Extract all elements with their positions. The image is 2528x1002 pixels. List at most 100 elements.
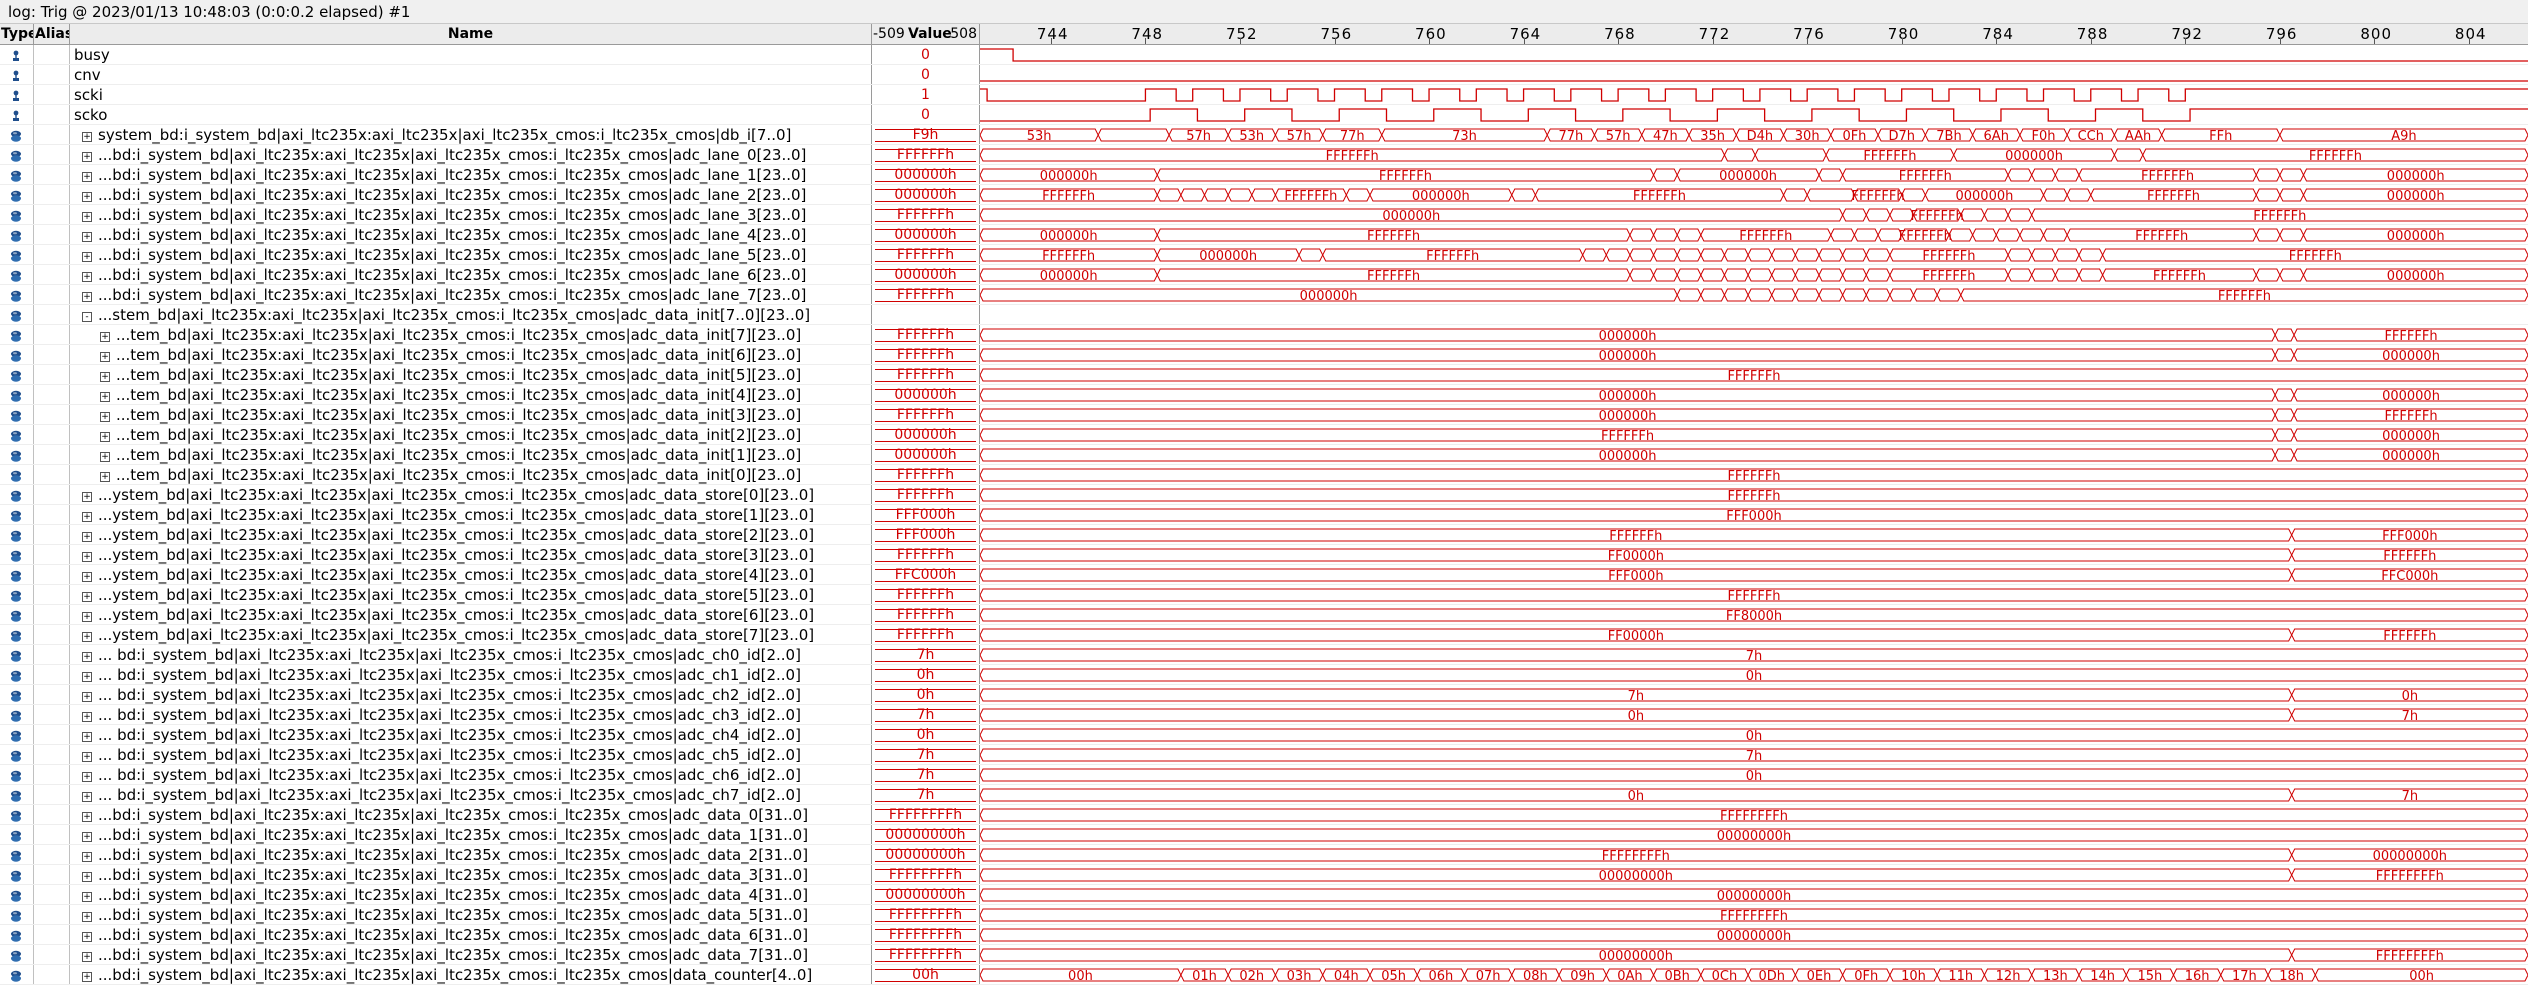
signal-name-cell[interactable]: +...bd:i_system_bd|axi_ltc235x:axi_ltc23…: [70, 225, 872, 245]
expand-toggle-icon[interactable]: +: [82, 772, 92, 782]
signal-row[interactable]: +... bd:i_system_bd|axi_ltc235x:axi_ltc2…: [0, 725, 2528, 745]
expand-toggle-icon[interactable]: +: [82, 572, 92, 582]
waveform-trace[interactable]: 0h: [980, 668, 2528, 684]
signal-name-cell[interactable]: +...tem_bd|axi_ltc235x:axi_ltc235x|axi_l…: [70, 445, 872, 465]
signal-name-cell[interactable]: +... bd:i_system_bd|axi_ltc235x:axi_ltc2…: [70, 765, 872, 785]
expand-toggle-icon[interactable]: +: [82, 812, 92, 822]
signal-row[interactable]: +...ystem_bd|axi_ltc235x:axi_ltc235x|axi…: [0, 625, 2528, 645]
signal-row[interactable]: +...ystem_bd|axi_ltc235x:axi_ltc235x|axi…: [0, 545, 2528, 565]
signal-name-cell[interactable]: +...ystem_bd|axi_ltc235x:axi_ltc235x|axi…: [70, 625, 872, 645]
expand-toggle-icon[interactable]: +: [82, 632, 92, 642]
signal-row[interactable]: +...bd:i_system_bd|axi_ltc235x:axi_ltc23…: [0, 945, 2528, 965]
signal-row[interactable]: +...bd:i_system_bd|axi_ltc235x:axi_ltc23…: [0, 845, 2528, 865]
signal-name-cell[interactable]: +...bd:i_system_bd|axi_ltc235x:axi_ltc23…: [70, 285, 872, 305]
signal-row[interactable]: +...ystem_bd|axi_ltc235x:axi_ltc235x|axi…: [0, 605, 2528, 625]
waveform-trace[interactable]: FFFFFFFFh: [980, 908, 2528, 924]
signal-row[interactable]: +...bd:i_system_bd|axi_ltc235x:axi_ltc23…: [0, 925, 2528, 945]
signal-name-cell[interactable]: +...tem_bd|axi_ltc235x:axi_ltc235x|axi_l…: [70, 385, 872, 405]
signal-row[interactable]: +...bd:i_system_bd|axi_ltc235x:axi_ltc23…: [0, 205, 2528, 225]
signal-name-cell[interactable]: +... bd:i_system_bd|axi_ltc235x:axi_ltc2…: [70, 685, 872, 705]
signal-name-cell[interactable]: +...bd:i_system_bd|axi_ltc235x:axi_ltc23…: [70, 965, 872, 985]
signal-name-cell[interactable]: cnv: [70, 65, 872, 85]
signal-name-cell[interactable]: +...tem_bd|axi_ltc235x:axi_ltc235x|axi_l…: [70, 465, 872, 485]
type-column-header[interactable]: Type: [1, 24, 34, 44]
expand-toggle-icon[interactable]: +: [100, 452, 110, 462]
expand-toggle-icon[interactable]: +: [82, 492, 92, 502]
expand-toggle-icon[interactable]: +: [82, 892, 92, 902]
signal-row[interactable]: +...tem_bd|axi_ltc235x:axi_ltc235x|axi_l…: [0, 465, 2528, 485]
signal-row[interactable]: +...bd:i_system_bd|axi_ltc235x:axi_ltc23…: [0, 285, 2528, 305]
signal-name-cell[interactable]: busy: [70, 45, 872, 65]
expand-toggle-icon[interactable]: +: [82, 192, 92, 202]
signal-name-cell[interactable]: +...bd:i_system_bd|axi_ltc235x:axi_ltc23…: [70, 845, 872, 865]
signal-row[interactable]: +...tem_bd|axi_ltc235x:axi_ltc235x|axi_l…: [0, 365, 2528, 385]
expand-toggle-icon[interactable]: +: [82, 932, 92, 942]
signal-name-cell[interactable]: +...bd:i_system_bd|axi_ltc235x:axi_ltc23…: [70, 245, 872, 265]
expand-toggle-icon[interactable]: +: [82, 832, 92, 842]
signal-row[interactable]: +...bd:i_system_bd|axi_ltc235x:axi_ltc23…: [0, 245, 2528, 265]
signal-row[interactable]: +system_bd:i_system_bd|axi_ltc235x:axi_l…: [0, 125, 2528, 145]
signal-name-cell[interactable]: +... bd:i_system_bd|axi_ltc235x:axi_ltc2…: [70, 785, 872, 805]
expand-toggle-icon[interactable]: +: [100, 432, 110, 442]
signal-row[interactable]: +...tem_bd|axi_ltc235x:axi_ltc235x|axi_l…: [0, 445, 2528, 465]
waveform-trace[interactable]: FFFFFFh: [980, 368, 2528, 384]
expand-toggle-icon[interactable]: +: [82, 552, 92, 562]
waveform-trace[interactable]: FFFFFFh: [980, 468, 2528, 484]
signal-row[interactable]: +... bd:i_system_bd|axi_ltc235x:axi_ltc2…: [0, 765, 2528, 785]
waveform-trace[interactable]: 00000000h: [980, 888, 2528, 904]
signal-row[interactable]: +...bd:i_system_bd|axi_ltc235x:axi_ltc23…: [0, 265, 2528, 285]
waveform-trace[interactable]: 00000000h: [980, 828, 2528, 844]
signal-row[interactable]: +... bd:i_system_bd|axi_ltc235x:axi_ltc2…: [0, 705, 2528, 725]
expand-toggle-icon[interactable]: +: [100, 412, 110, 422]
signal-name-cell[interactable]: +...bd:i_system_bd|axi_ltc235x:axi_ltc23…: [70, 265, 872, 285]
signal-row[interactable]: +...bd:i_system_bd|axi_ltc235x:axi_ltc23…: [0, 805, 2528, 825]
expand-toggle-icon[interactable]: +: [82, 872, 92, 882]
waveform-trace[interactable]: 7h: [980, 648, 2528, 664]
waveform-trace[interactable]: 0h: [980, 768, 2528, 784]
expand-toggle-icon[interactable]: +: [100, 372, 110, 382]
expand-toggle-icon[interactable]: +: [100, 352, 110, 362]
expand-toggle-icon[interactable]: +: [100, 332, 110, 342]
expand-toggle-icon[interactable]: +: [82, 272, 92, 282]
signal-row[interactable]: +...bd:i_system_bd|axi_ltc235x:axi_ltc23…: [0, 185, 2528, 205]
signal-name-cell[interactable]: +...ystem_bd|axi_ltc235x:axi_ltc235x|axi…: [70, 585, 872, 605]
signal-name-cell[interactable]: +...tem_bd|axi_ltc235x:axi_ltc235x|axi_l…: [70, 365, 872, 385]
signal-row[interactable]: +... bd:i_system_bd|axi_ltc235x:axi_ltc2…: [0, 785, 2528, 805]
expand-toggle-icon[interactable]: +: [100, 392, 110, 402]
signal-row[interactable]: +...tem_bd|axi_ltc235x:axi_ltc235x|axi_l…: [0, 425, 2528, 445]
expand-toggle-icon[interactable]: +: [82, 232, 92, 242]
signal-row[interactable]: +...tem_bd|axi_ltc235x:axi_ltc235x|axi_l…: [0, 405, 2528, 425]
signal-name-cell[interactable]: +... bd:i_system_bd|axi_ltc235x:axi_ltc2…: [70, 705, 872, 725]
expand-toggle-icon[interactable]: +: [82, 172, 92, 182]
signal-name-cell[interactable]: +...bd:i_system_bd|axi_ltc235x:axi_ltc23…: [70, 205, 872, 225]
signal-name-cell[interactable]: +...bd:i_system_bd|axi_ltc235x:axi_ltc23…: [70, 865, 872, 885]
signal-name-cell[interactable]: +...bd:i_system_bd|axi_ltc235x:axi_ltc23…: [70, 145, 872, 165]
signal-name-cell[interactable]: +...bd:i_system_bd|axi_ltc235x:axi_ltc23…: [70, 925, 872, 945]
waveform-trace[interactable]: 0h: [980, 728, 2528, 744]
signal-row[interactable]: +...bd:i_system_bd|axi_ltc235x:axi_ltc23…: [0, 905, 2528, 925]
alias-column-header[interactable]: Alias: [35, 24, 70, 44]
signal-name-cell[interactable]: +...bd:i_system_bd|axi_ltc235x:axi_ltc23…: [70, 825, 872, 845]
expand-toggle-icon[interactable]: +: [100, 472, 110, 482]
signal-name-cell[interactable]: +...tem_bd|axi_ltc235x:axi_ltc235x|axi_l…: [70, 345, 872, 365]
signal-name-cell[interactable]: +...ystem_bd|axi_ltc235x:axi_ltc235x|axi…: [70, 545, 872, 565]
signal-name-cell[interactable]: +...ystem_bd|axi_ltc235x:axi_ltc235x|axi…: [70, 565, 872, 585]
signal-name-cell[interactable]: +...bd:i_system_bd|axi_ltc235x:axi_ltc23…: [70, 905, 872, 925]
waveform-trace[interactable]: 7h: [980, 748, 2528, 764]
